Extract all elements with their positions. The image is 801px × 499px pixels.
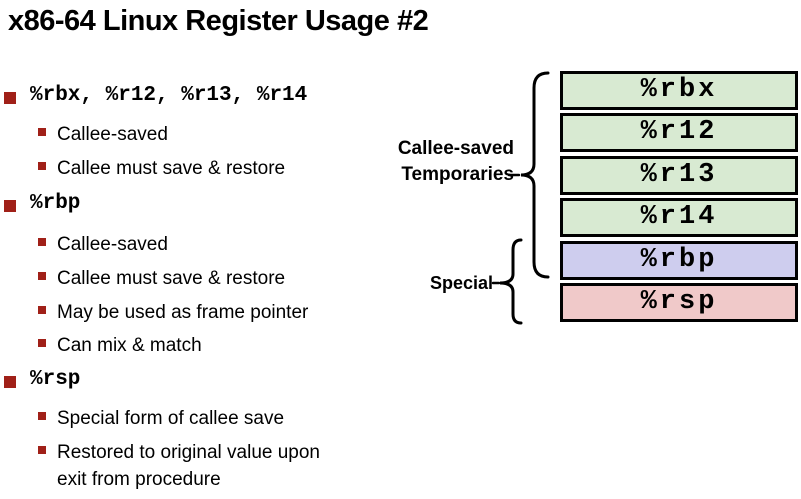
bullet-text: Callee must save & restore (57, 268, 286, 289)
bullet-item: Special form of callee save (0, 405, 284, 432)
bullet-square-icon (38, 272, 46, 280)
bullet-square-icon (38, 306, 46, 314)
bullet-text: May be used as frame pointer (57, 302, 309, 323)
bullet-text: Can mix & match (57, 335, 202, 356)
bullet-item: Callee-saved (0, 231, 168, 258)
bullet-item: Callee-saved (0, 121, 168, 148)
register-box-rsp: %rsp (560, 283, 798, 322)
bullet-item: Can mix & match (0, 332, 202, 359)
bullet-item-rsp: %rsp (0, 367, 80, 392)
label-callee-saved-temporaries: Callee-saved Temporaries (397, 138, 514, 185)
bullet-square-icon (38, 339, 46, 347)
bullet-item: Restored to original value upon exit fro… (0, 439, 320, 493)
bullet-item: Callee must save & restore (0, 155, 285, 182)
bullet-text: Callee-saved (57, 124, 168, 145)
register-box-rbx: %rbx (560, 71, 798, 110)
bullet-square-icon (38, 162, 46, 170)
special-brace-icon (499, 238, 523, 325)
bullet-item-rbp: %rbp (0, 191, 80, 216)
bullet-square-icon (4, 92, 16, 104)
bullet-square-icon (4, 200, 16, 212)
bullet-text: Restored to original value upon exit fro… (57, 442, 321, 490)
bullet-text: %rbp (30, 192, 81, 215)
bullet-square-icon (38, 412, 46, 420)
bullet-square-icon (38, 238, 46, 246)
bullet-item: May be used as frame pointer (0, 299, 308, 326)
bullet-text: Special form of callee save (57, 408, 285, 429)
register-box-rbp: %rbp (560, 241, 798, 280)
bullet-square-icon (4, 376, 16, 388)
bullet-text: %rsp (30, 368, 81, 391)
bullet-square-icon (38, 446, 46, 454)
bullet-text: Callee must save & restore (57, 158, 286, 179)
register-box-r13: %r13 (560, 156, 798, 195)
register-box-r14: %r14 (560, 198, 798, 237)
page-title: x86-64 Linux Register Usage #2 (8, 5, 429, 37)
register-box-r12: %r12 (560, 113, 798, 152)
label-special: Special (429, 273, 493, 293)
bullet-square-icon (38, 128, 46, 136)
bullet-item-registers: %rbx, %r12, %r13, %r14 (0, 83, 307, 108)
bullet-text: %rbx, %r12, %r13, %r14 (30, 84, 308, 107)
bullet-item: Callee must save & restore (0, 265, 285, 292)
bullet-text: Callee-saved (57, 234, 168, 255)
callee-saved-brace-icon (520, 71, 550, 279)
